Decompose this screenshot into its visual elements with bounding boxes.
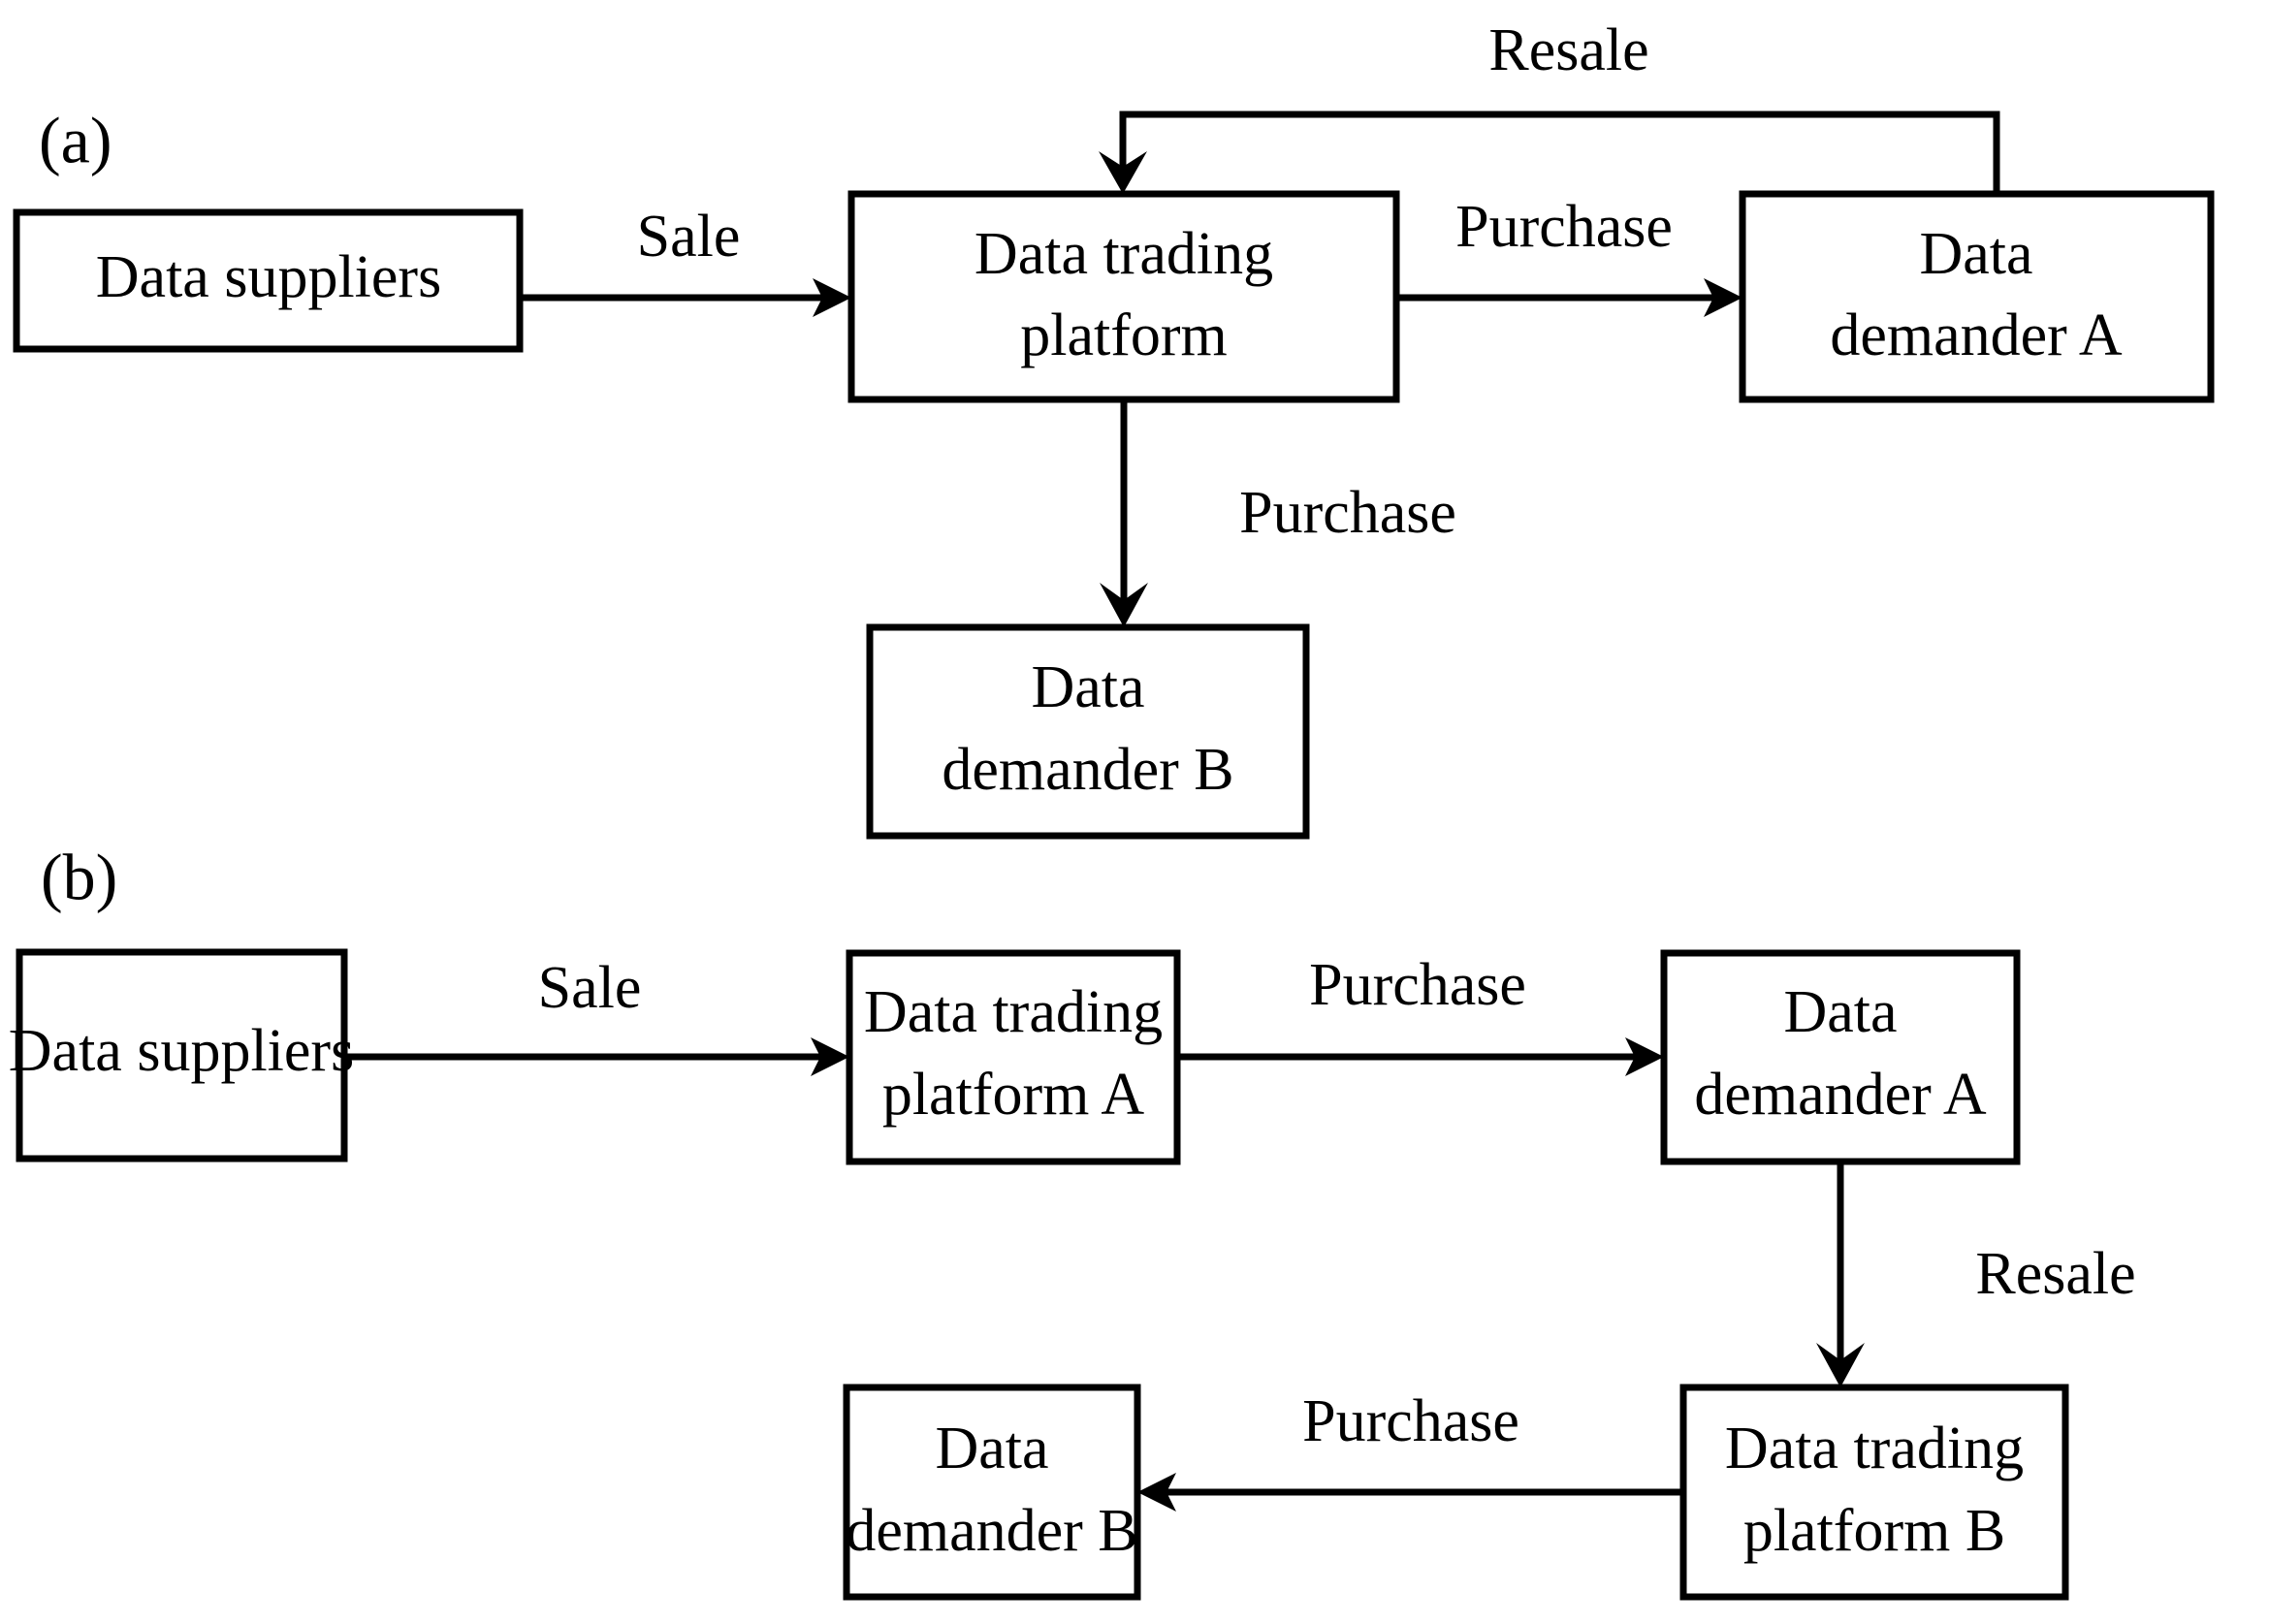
node-a-demander-b-rect[interactable] [866, 623, 1310, 840]
edge-b-purchase-b-label: Purchase [1302, 1388, 1519, 1454]
node-b-demander-b[interactable]: Data demander B [843, 1384, 1141, 1601]
node-b-demander-a[interactable]: Data demander A [1660, 949, 2021, 1165]
edge-b-sale: Sale [344, 955, 849, 1076]
edge-a-purchase-a: Purchase [1396, 194, 1742, 317]
edge-b-resale-arrowhead [1816, 1343, 1865, 1387]
node-b-suppliers-rect[interactable] [16, 948, 348, 1162]
node-b-platform-b-label-line1: Data trading [1725, 1416, 2024, 1481]
node-a-platform-rect[interactable] [847, 190, 1400, 403]
node-a-demander-a[interactable]: Data demander A [1739, 190, 2215, 403]
node-a-demander-a-rect[interactable] [1739, 190, 2215, 403]
node-b-platform-a-label-line2: platform A [882, 1062, 1145, 1128]
panel-a: (a) Data suppliers Sale Data trading pla… [13, 17, 2215, 840]
node-b-platform-b-label-line2: platform B [1743, 1498, 2005, 1564]
edge-b-sale-label: Sale [538, 955, 642, 1021]
panel-a-label: (a) [39, 104, 112, 177]
edge-a-sale-label: Sale [637, 204, 741, 270]
node-b-platform-b-rect[interactable] [1679, 1384, 2069, 1601]
edge-b-resale-label: Resale [1975, 1241, 2135, 1307]
node-b-demander-b-rect[interactable] [843, 1384, 1141, 1601]
edge-a-resale: Resale [1099, 17, 2000, 194]
edge-a-purchase-b: Purchase [1100, 399, 1456, 627]
node-a-suppliers[interactable]: Data suppliers [13, 208, 524, 353]
node-a-platform-label-line2: platform [1020, 303, 1228, 368]
edge-a-purchase-a-arrowhead [1704, 278, 1742, 317]
edge-a-sale-arrowhead [813, 278, 851, 317]
node-a-demander-b[interactable]: Data demander B [866, 623, 1310, 840]
node-a-platform-label-line1: Data trading [975, 221, 1273, 287]
edge-b-purchase-a-arrowhead [1625, 1037, 1664, 1076]
node-a-suppliers-label: Data suppliers [96, 244, 441, 310]
node-a-suppliers-rect[interactable] [13, 208, 524, 353]
edge-a-purchase-b-arrowhead [1100, 583, 1148, 627]
node-a-demander-a-label-line2: demander A [1830, 303, 2123, 368]
node-a-demander-a-label-line1: Data [1919, 221, 2032, 287]
node-b-platform-a-rect[interactable] [846, 949, 1181, 1165]
node-b-demander-a-label-line2: demander A [1694, 1062, 1987, 1128]
node-b-suppliers[interactable]: Data suppliers [9, 948, 354, 1162]
edge-a-resale-path [1119, 111, 2000, 194]
node-b-platform-b[interactable]: Data trading platform B [1679, 1384, 2069, 1601]
node-a-platform[interactable]: Data trading platform [847, 190, 1400, 403]
node-b-demander-a-rect[interactable] [1660, 949, 2021, 1165]
node-b-demander-a-label-line1: Data [1783, 979, 1897, 1045]
node-b-platform-a-label-line1: Data trading [864, 979, 1163, 1045]
edge-a-resale-arrowhead [1099, 151, 1147, 194]
node-a-demander-b-label-line1: Data [1031, 654, 1144, 720]
edge-a-sale: Sale [520, 204, 851, 317]
node-b-demander-b-label-line1: Data [935, 1416, 1048, 1481]
node-b-platform-a[interactable]: Data trading platform A [846, 949, 1181, 1165]
edge-b-purchase-a-label: Purchase [1309, 952, 1526, 1018]
edge-a-resale-label: Resale [1488, 17, 1648, 83]
edge-b-resale: Resale [1816, 1162, 2136, 1387]
panel-b: (b) Data suppliers Sale Data trading pla… [9, 841, 2136, 1601]
node-b-demander-b-label-line2: demander B [846, 1498, 1137, 1564]
edge-b-purchase-b-arrowhead [1137, 1473, 1176, 1512]
node-a-demander-b-label-line2: demander B [942, 737, 1233, 803]
edge-b-purchase-b: Purchase [1137, 1388, 1683, 1512]
edge-a-purchase-b-label: Purchase [1239, 480, 1456, 546]
panel-b-label: (b) [41, 841, 117, 914]
edge-b-purchase-a: Purchase [1177, 952, 1664, 1076]
edge-b-sale-arrowhead [811, 1037, 849, 1076]
edge-a-purchase-a-label: Purchase [1455, 194, 1673, 260]
node-b-suppliers-label: Data suppliers [9, 1018, 354, 1084]
